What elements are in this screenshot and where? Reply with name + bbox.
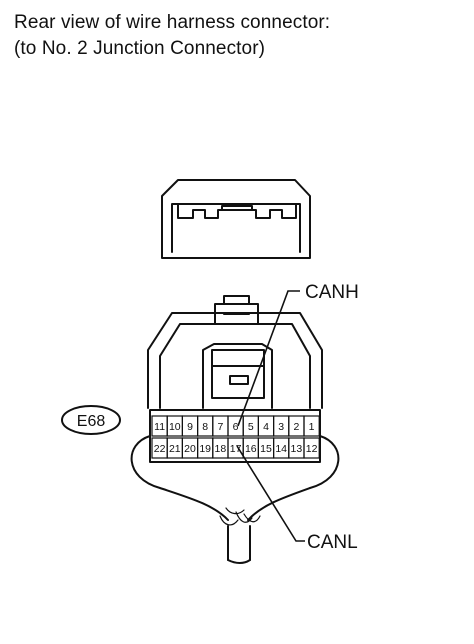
pin-number: 15 bbox=[260, 443, 272, 455]
pin-number: 11 bbox=[154, 421, 165, 433]
pin-number: 2 bbox=[293, 421, 299, 433]
pin-number: 9 bbox=[187, 421, 193, 433]
pin-number: 18 bbox=[215, 443, 227, 455]
pin-cell bbox=[303, 415, 320, 437]
pin-number: 16 bbox=[245, 443, 257, 455]
pin-number: 5 bbox=[248, 421, 254, 433]
connector-code: E68 bbox=[77, 413, 106, 430]
pin-number: 10 bbox=[169, 421, 181, 433]
pin-number: 8 bbox=[202, 421, 208, 433]
pin-cell bbox=[303, 437, 320, 459]
pin-number: 12 bbox=[306, 443, 318, 455]
canl-leader-line bbox=[236, 445, 305, 542]
pin-number: 3 bbox=[278, 421, 284, 433]
connector-body bbox=[147, 295, 323, 463]
wire-harness bbox=[130, 435, 340, 564]
connector-code-badge: E68 bbox=[61, 405, 121, 435]
pin-number: 19 bbox=[199, 443, 211, 455]
canl-label: CANL bbox=[307, 532, 358, 553]
pin-number: 6 bbox=[233, 421, 239, 433]
pin-number: 22 bbox=[154, 443, 166, 455]
pin-number: 21 bbox=[169, 443, 181, 455]
mating-connector bbox=[161, 179, 311, 259]
pin-number: 20 bbox=[184, 443, 196, 455]
canh-label: CANH bbox=[305, 282, 359, 303]
pin-number: 4 bbox=[263, 421, 269, 433]
pin-number: 17 bbox=[230, 443, 242, 455]
diagram-title-line-2: (to No. 2 Junction Connector) bbox=[14, 38, 266, 59]
pin-number: 13 bbox=[291, 443, 303, 455]
diagram-title-line-1: Rear view of wire harness connector: bbox=[14, 12, 331, 33]
pin-number: 1 bbox=[309, 421, 315, 433]
pin-number: 7 bbox=[217, 421, 223, 433]
pin-number: 14 bbox=[275, 443, 287, 455]
canh-leader-line bbox=[237, 290, 300, 427]
